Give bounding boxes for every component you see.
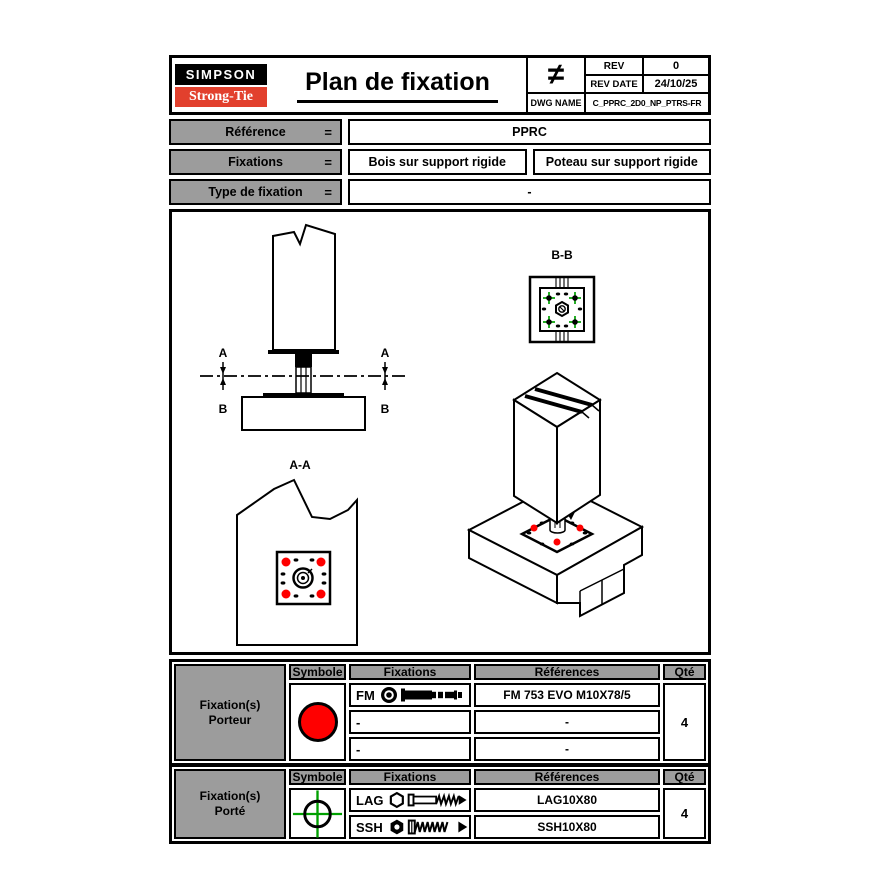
drawing-area: A A B B B-B xyxy=(169,209,711,655)
not-equal-icon: ≠ xyxy=(528,58,586,94)
group-line2: Porté xyxy=(214,804,246,818)
dwg-name-value: C_PPRC_2D0_NP_PTRS-FR xyxy=(592,98,702,108)
header-symbole: Symbole xyxy=(289,769,346,785)
fixations-label: Fixations = xyxy=(169,149,342,175)
fixation-code: FM xyxy=(356,687,375,703)
reference-ssh: SSH10X80 xyxy=(474,815,660,839)
header-qte: Qté xyxy=(663,769,706,785)
equals-sign: = xyxy=(324,124,332,140)
reference-fm: FM 753 EVO M10X78/5 xyxy=(474,683,660,707)
sheet: SIMPSON Strong-Tie Plan de fixation ≠ RE… xyxy=(169,55,711,844)
header-references: Références xyxy=(474,664,660,680)
fixation-row-empty-2: - xyxy=(349,737,471,761)
label-b-right: B xyxy=(381,402,390,416)
section-bb-view: B-B xyxy=(528,248,596,344)
qty-porte: 4 xyxy=(663,788,706,839)
fixation-code: LAG xyxy=(356,792,384,808)
type-fixation-value: - xyxy=(348,179,711,205)
label-b-left: B xyxy=(219,402,228,416)
fixation-row-empty-1: - xyxy=(349,710,471,734)
type-fixation-label: Type de fixation = xyxy=(169,179,342,205)
group-line1: Fixation(s) xyxy=(199,697,261,712)
equals-sign: = xyxy=(324,154,332,170)
reference-label: Référence = xyxy=(169,119,342,145)
logo-simpson: SIMPSON xyxy=(175,63,267,85)
header-references: Références xyxy=(474,769,660,785)
title-block: SIMPSON Strong-Tie Plan de fixation ≠ RE… xyxy=(169,55,711,115)
symbole-porteur-cell xyxy=(289,683,346,761)
row-type-fixation: Type de fixation = - xyxy=(169,179,711,205)
rev-label: REV xyxy=(586,58,644,76)
lag-screw-icon xyxy=(390,791,468,809)
type-fixation-label-text: Type de fixation xyxy=(208,185,303,199)
row-fixations: Fixations = Bois sur support rigide Pote… xyxy=(169,149,711,175)
reference-value: PPRC xyxy=(348,119,711,145)
red-anchor-markers xyxy=(281,557,326,599)
reference-label-text: Référence xyxy=(225,125,286,139)
fixations-value-1: Bois sur support rigide xyxy=(348,149,527,175)
reference-table: Référence = PPRC Fixations = Bois sur su… xyxy=(169,119,711,205)
technical-drawing: A A B B B-B xyxy=(200,223,645,646)
section-marker-left xyxy=(220,362,226,390)
section-bb-label: B-B xyxy=(551,248,573,262)
reference-empty-1: - xyxy=(474,710,660,734)
fixation-row-lag: LAG xyxy=(349,788,471,812)
ssh-screw-icon xyxy=(390,819,468,835)
section-aa-view: A-A xyxy=(236,458,358,646)
section-marker-right xyxy=(382,362,388,390)
fixations-label-text: Fixations xyxy=(228,155,283,169)
rev-date-label: REV DATE xyxy=(586,76,644,94)
elevation-view: A A B B xyxy=(200,223,408,431)
fm-wedge-anchor-icon xyxy=(380,687,462,703)
fixations-value-2: Poteau sur support rigide xyxy=(532,149,711,175)
fixation-code: SSH xyxy=(356,819,383,835)
fixation-table-porte: Fixation(s) Porté Symbole Fixations Réfé… xyxy=(169,764,711,844)
group-label-porteur: Fixation(s) Porteur xyxy=(174,664,286,761)
simpson-strongtie-logo: SIMPSON Strong-Tie xyxy=(172,58,269,112)
label-a-right: A xyxy=(381,346,390,360)
green-crosshair-symbol-icon xyxy=(292,789,343,838)
header-qte: Qté xyxy=(663,664,706,680)
page-title: Plan de fixation xyxy=(297,68,498,103)
dwg-name-label: DWG NAME xyxy=(528,94,586,112)
logo-strongtie: Strong-Tie xyxy=(175,86,267,107)
label-a-left: A xyxy=(219,346,228,360)
header-fixations: Fixations xyxy=(349,664,471,680)
revision-block: ≠ REV 0 REV DATE 24/10/25 DWG NAME C_PPR… xyxy=(526,58,708,112)
reference-lag: LAG10X80 xyxy=(474,788,660,812)
group-line1: Fixation(s) xyxy=(199,789,261,803)
reference-empty-2: - xyxy=(474,737,660,761)
qty-porteur: 4 xyxy=(663,683,706,761)
section-aa-label: A-A xyxy=(289,458,311,472)
group-label-porte: Fixation(s) Porté xyxy=(174,769,286,839)
row-reference: Référence = PPRC xyxy=(169,119,711,145)
header-fixations: Fixations xyxy=(349,769,471,785)
rev-date-value: 24/10/25 xyxy=(644,76,708,94)
header-symbole: Symbole xyxy=(289,664,346,680)
red-anchor-markers-iso xyxy=(530,524,584,546)
fixation-row-ssh: SSH xyxy=(349,815,471,839)
symbole-porte-cell xyxy=(289,788,346,839)
isometric-view xyxy=(466,371,645,618)
fixation-table-porteur: Fixation(s) Porteur Symbole Fixations Ré… xyxy=(169,659,711,766)
equals-sign: = xyxy=(324,184,332,200)
fixation-row-fm: FM xyxy=(349,683,471,707)
group-line2: Porteur xyxy=(208,712,252,727)
rev-value: 0 xyxy=(644,58,708,76)
title-wrap: Plan de fixation xyxy=(269,58,526,112)
red-circle-symbol-icon xyxy=(297,702,338,742)
